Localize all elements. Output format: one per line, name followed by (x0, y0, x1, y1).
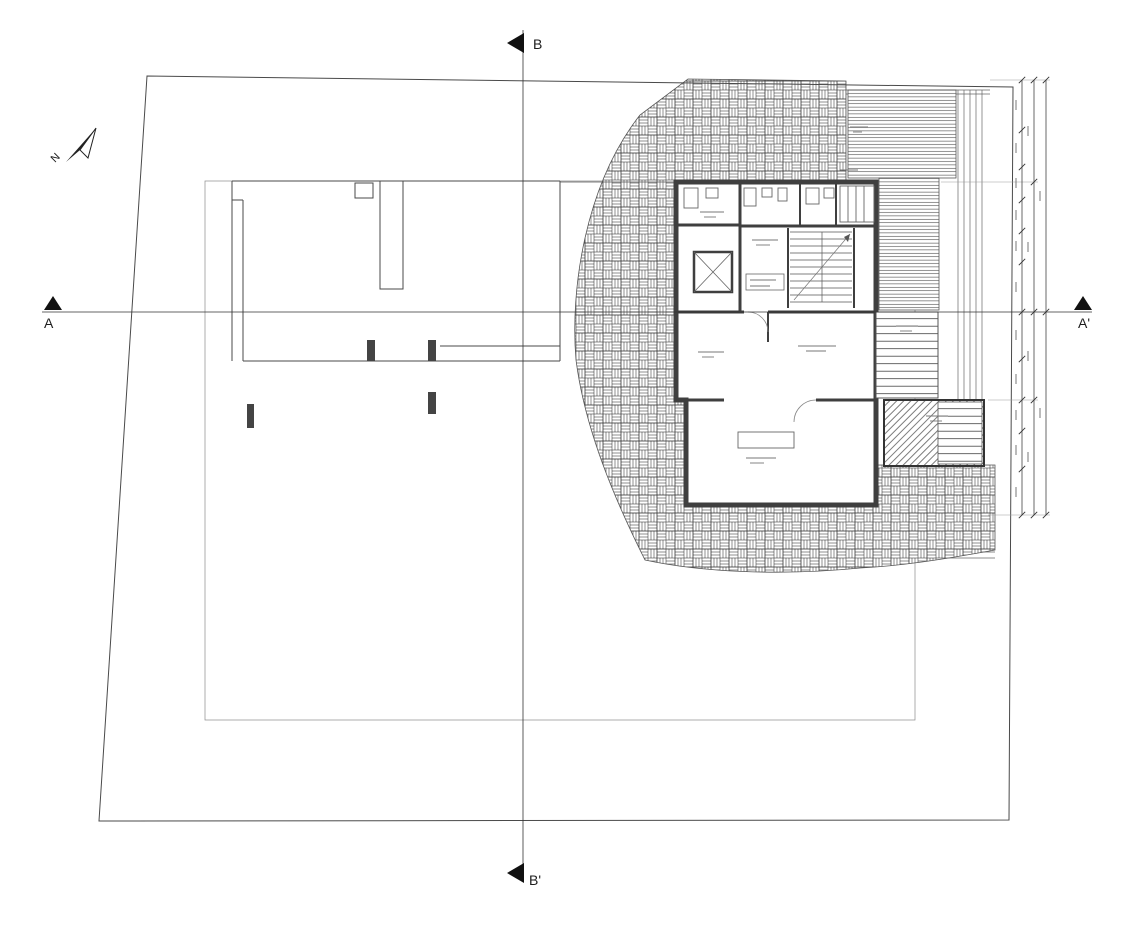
section-label-b-top: B (533, 36, 542, 52)
elevator-shaft (692, 250, 734, 294)
site-boundary (98, 75, 1014, 822)
section-label-b-bottom: B' (529, 872, 541, 888)
dimension-strings (941, 76, 1050, 519)
column-piers (247, 340, 436, 428)
north-arrow-icon: N (49, 127, 97, 165)
section-arrow-a-left (44, 296, 62, 310)
section-arrow-b-top (507, 33, 524, 53)
north-label: N (49, 151, 63, 165)
level-marker (745, 273, 785, 291)
section-arrow-a-right (1074, 296, 1092, 310)
section-label-a-left: A (44, 315, 54, 331)
plumbing-fixtures (683, 185, 875, 449)
main-floor-plan (673, 179, 879, 508)
section-arrow-b-bottom (507, 863, 524, 883)
deck-area-side (878, 177, 940, 311)
exterior-steps (875, 311, 939, 399)
section-label-a-right: A' (1078, 315, 1090, 331)
exterior-walls (673, 179, 879, 508)
section-lines: B B' A A' (42, 30, 1092, 888)
staircase (790, 231, 852, 303)
lower-floor-outline (231, 180, 561, 428)
illegible-annotation-marks (698, 126, 948, 464)
terrace (883, 399, 985, 467)
deck-area-upper (847, 89, 957, 179)
